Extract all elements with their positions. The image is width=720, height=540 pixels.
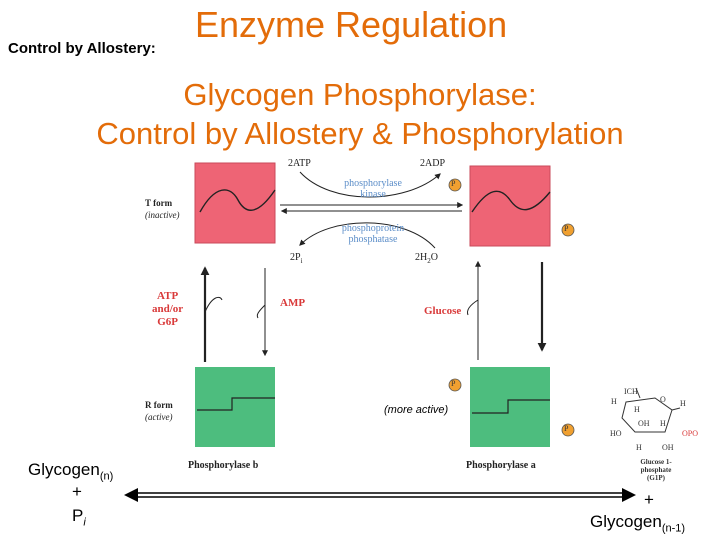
r-form-right-enzyme — [470, 367, 550, 447]
r-form-left-enzyme — [195, 367, 275, 447]
glc-h4: H — [634, 405, 640, 414]
r-state-label: (active) — [145, 412, 173, 422]
phosphorylase-b-label: Phosphorylase b — [188, 460, 259, 471]
phosphate-p-label: P — [451, 179, 456, 188]
phosphate-group — [448, 178, 575, 437]
glc-oh3: OH — [638, 419, 650, 428]
title-line-1: Glycogen Phosphorylase: — [183, 77, 537, 112]
g1p-caption: Glucose 1- phosphate (G1P) — [640, 458, 672, 482]
main-title: Enzyme Regulation — [195, 4, 508, 45]
phosphorylase-a-label: Phosphorylase a — [466, 460, 536, 471]
t-state-label: (inactive) — [145, 210, 180, 220]
glc-h5: H — [611, 397, 617, 406]
glc-oh2: OH — [662, 443, 674, 452]
left-plus: + — [72, 482, 82, 501]
r-form-label: R form — [145, 400, 173, 410]
right-plus: + — [644, 490, 654, 509]
glc-h1: H — [680, 399, 686, 408]
subtitle-left: Control by Allostery: — [8, 40, 156, 57]
t-form-label: T form — [145, 198, 173, 208]
phosphorylation-arrows — [280, 171, 464, 249]
amp-label: AMP — [280, 297, 306, 309]
title-line-2: Control by Allostery & Phosphorylation — [96, 116, 624, 151]
glc-o: O — [660, 395, 666, 404]
glc-h3: H — [636, 443, 642, 452]
glc-opo3: OPO — [682, 429, 698, 438]
t-form-right-enzyme — [469, 165, 551, 247]
glc-h2: H — [660, 419, 666, 428]
effector-left: ATP and/or G6P — [152, 290, 184, 328]
glycogen-n-1-label: Glycogen(n-1) — [590, 512, 686, 535]
phosphate-p-label: P — [564, 424, 569, 433]
atp-label: 2ATP — [288, 158, 311, 169]
h2o-label: 2H2O — [415, 252, 438, 265]
phosphatase-label: phosphoprotein phosphatase — [341, 223, 405, 245]
allosteric-arrows — [200, 260, 547, 362]
glucose-1-phosphate-structure — [621, 387, 681, 433]
more-active-label: (more active) — [384, 404, 449, 416]
adp-label: 2ADP — [420, 158, 446, 169]
phosphate-p-label: P — [564, 224, 569, 233]
glycogen-n-label: Glycogen(n) — [28, 460, 114, 483]
pi-reactant: Pi — [72, 506, 86, 529]
glc-ch2oh: ICH — [624, 387, 638, 396]
pi-label: 2Pi — [290, 252, 303, 265]
reaction-double-arrow — [124, 488, 636, 502]
phosphate-p-label: P — [451, 379, 456, 388]
kinase-label: phosphorylase kinase — [344, 178, 402, 200]
t-form-left-enzyme — [194, 162, 276, 244]
glucose-label: Glucose — [424, 305, 462, 317]
glc-ho4: HO — [610, 429, 622, 438]
